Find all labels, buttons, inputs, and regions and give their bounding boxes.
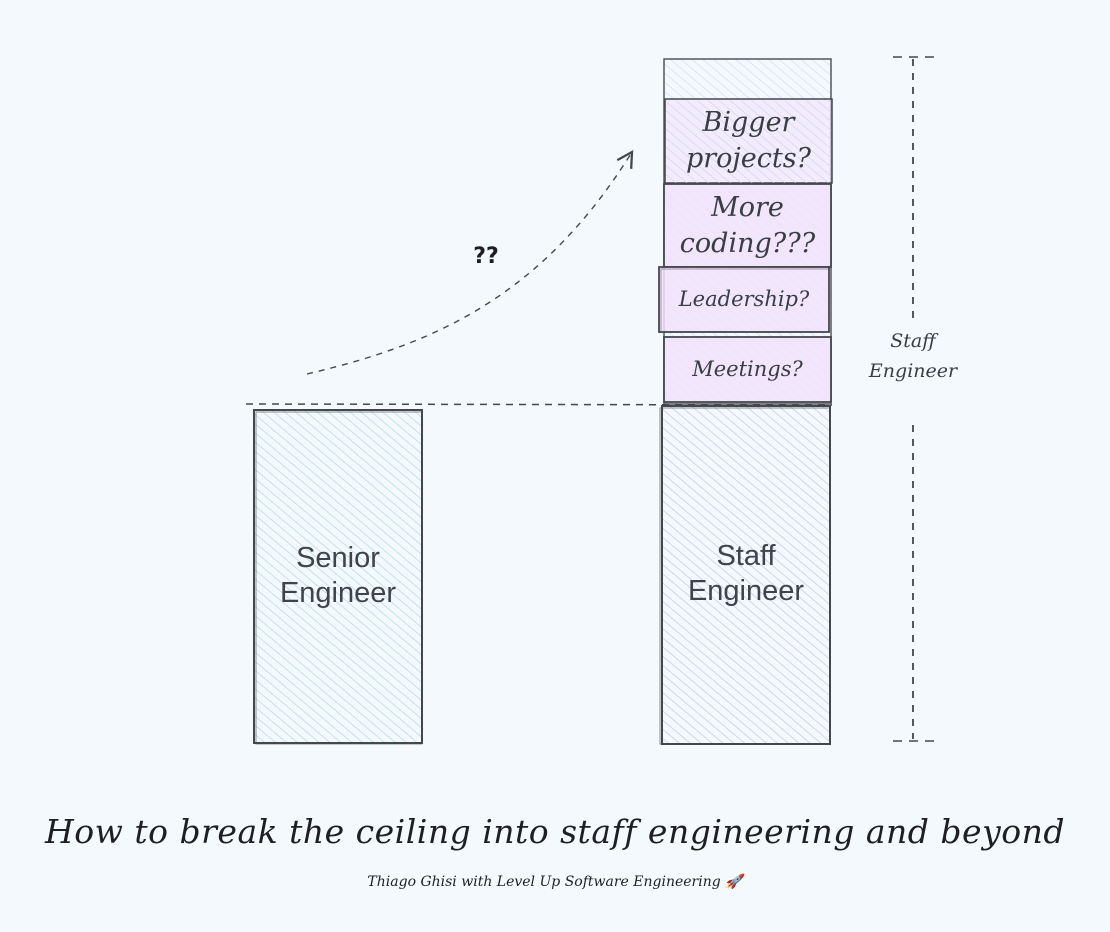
staff-span-label-line2: Engineer bbox=[868, 360, 958, 382]
senior-engineer-box bbox=[253, 409, 423, 745]
option-label-leadership: Leadership? bbox=[659, 285, 829, 313]
option-label-bigger-projects: Bigger projects? bbox=[665, 105, 832, 177]
staff-span-label: Staff Engineer bbox=[858, 326, 968, 386]
question-marks: ?? bbox=[473, 244, 499, 269]
senior-engineer-label-line2: Engineer bbox=[279, 577, 397, 609]
staff-engineer-label: Staff Engineer bbox=[662, 539, 830, 609]
option-label-bigger-projects-line1: Bigger bbox=[702, 107, 795, 138]
staff-engineer-label-line1: Staff bbox=[716, 540, 776, 572]
staff-span-label-line1: Staff bbox=[890, 330, 936, 352]
option-label-leadership-text: Leadership? bbox=[678, 287, 810, 311]
diagram-title: How to break the ceiling into staff engi… bbox=[45, 812, 1065, 851]
growth-arrow bbox=[306, 150, 634, 375]
option-label-meetings-text: Meetings? bbox=[692, 357, 803, 381]
option-label-bigger-projects-line2: projects? bbox=[685, 143, 812, 174]
option-box-meetings bbox=[663, 336, 832, 403]
senior-engineer-label: Senior Engineer bbox=[254, 541, 422, 611]
option-box-more-coding bbox=[663, 183, 832, 268]
ceiling-line bbox=[245, 403, 833, 406]
option-box-bigger-projects bbox=[664, 98, 833, 184]
staff-span-indicator bbox=[893, 56, 935, 742]
staff-engineer-box bbox=[659, 405, 831, 745]
senior-engineer-label-line1: Senior bbox=[296, 542, 380, 574]
option-label-meetings: Meetings? bbox=[664, 355, 831, 383]
option-label-more-coding-line2: coding??? bbox=[679, 228, 816, 259]
staff-engineer-label-line2: Engineer bbox=[687, 575, 805, 607]
option-label-more-coding-line1: More bbox=[711, 192, 784, 223]
option-label-more-coding: More coding??? bbox=[664, 190, 831, 262]
option-box-leadership bbox=[658, 266, 830, 333]
diagram-subtitle: Thiago Ghisi with Level Up Software Engi… bbox=[367, 874, 743, 890]
